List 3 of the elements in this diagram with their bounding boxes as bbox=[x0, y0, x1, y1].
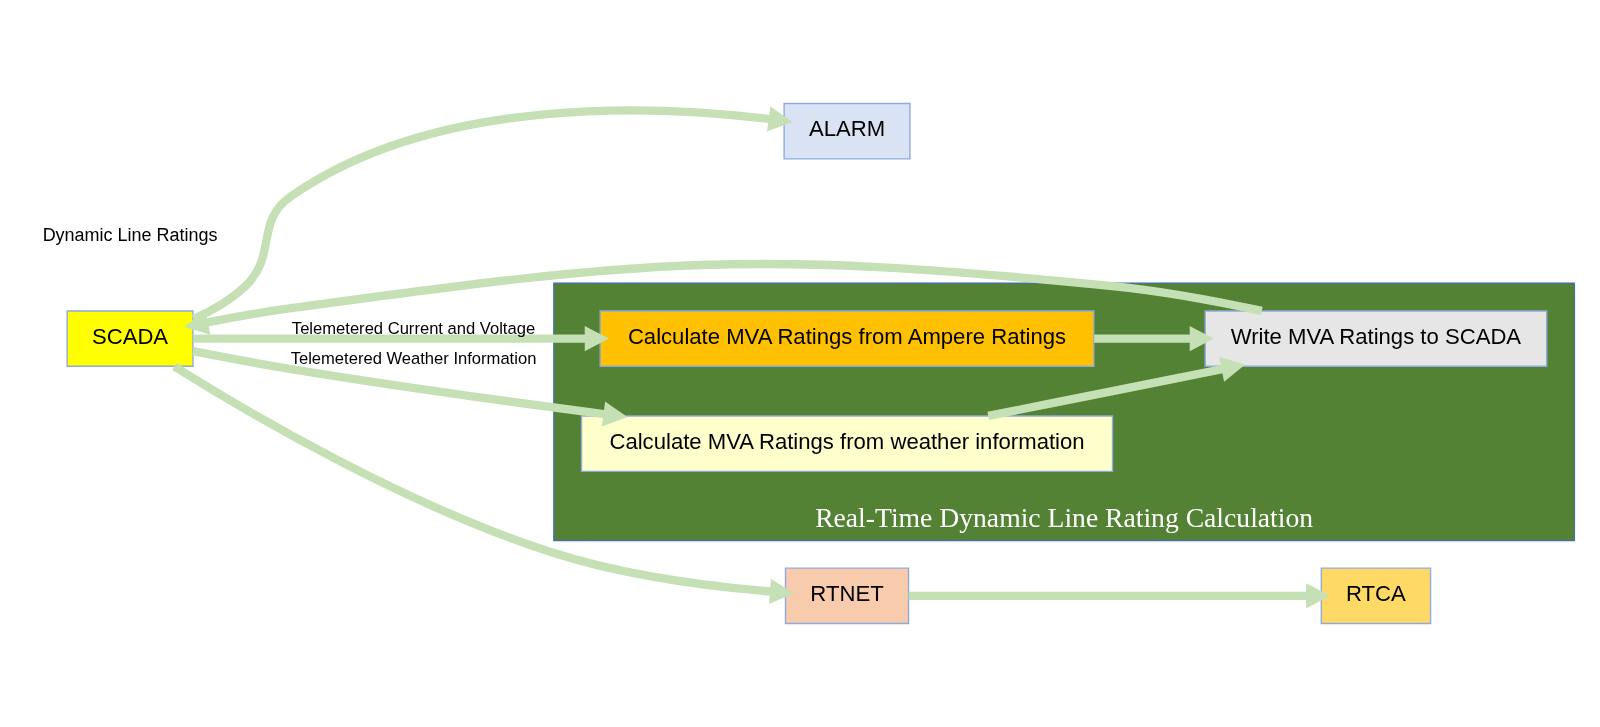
edge-label: Telemetered Current and Voltage bbox=[291, 318, 536, 338]
edge-label: Telemetered Weather Information bbox=[290, 349, 537, 369]
label: Dynamic Line Ratings bbox=[42, 224, 218, 245]
